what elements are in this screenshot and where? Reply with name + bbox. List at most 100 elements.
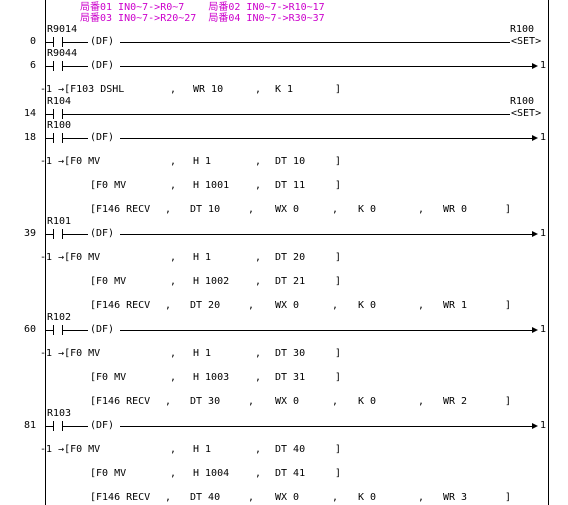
wire <box>88 114 510 115</box>
instruction-token: ] <box>335 84 342 95</box>
instruction-token: DT 30 <box>275 348 306 359</box>
instruction-token: , <box>332 492 339 503</box>
df-instruction: (DF) <box>90 36 115 47</box>
wire <box>45 234 53 235</box>
instruction-token: WR 0 <box>443 204 468 215</box>
instruction-token: K 0 <box>358 492 377 503</box>
set-coil: <SET> <box>511 108 542 119</box>
df-instruction: (DF) <box>90 420 115 431</box>
arrow-right-icon <box>532 231 538 237</box>
instruction-token: DT 20 <box>275 252 306 263</box>
wire <box>120 330 536 331</box>
instruction-token: , <box>255 348 262 359</box>
rung-39[interactable] <box>0 220 568 240</box>
instruction-token: DT 30 <box>190 396 221 407</box>
df-instruction: (DF) <box>90 324 115 335</box>
instruction-token: , <box>170 156 177 167</box>
rung-14[interactable] <box>0 100 568 120</box>
instruction-token: , <box>170 252 177 263</box>
continuation-mark: 1 <box>540 132 547 143</box>
instruction-token: WR 10 <box>193 84 224 95</box>
contact-label: R103 <box>47 408 72 419</box>
instruction-token: [F0 MV <box>90 372 127 383</box>
step-number: 0 <box>30 36 37 47</box>
rung-60[interactable] <box>0 316 568 336</box>
rung-18[interactable] <box>0 124 568 144</box>
rung-81[interactable] <box>0 412 568 432</box>
set-coil: <SET> <box>511 36 542 47</box>
instruction-token: , <box>332 204 339 215</box>
instruction-token: K 0 <box>358 396 377 407</box>
wire <box>45 66 53 67</box>
rung-0[interactable] <box>0 28 568 48</box>
coil-label: R100 <box>510 96 535 107</box>
instruction-token: H 1004 <box>193 468 230 479</box>
instruction-token: [F0 MV <box>90 180 127 191</box>
instruction-token: , <box>332 300 339 311</box>
instruction-token: H 1 <box>193 156 212 167</box>
instruction-token: H 1 <box>193 252 212 263</box>
instruction-token: H 1001 <box>193 180 230 191</box>
instruction-token: , <box>248 492 255 503</box>
instruction-token: DT 10 <box>275 156 306 167</box>
instruction-token: DT 40 <box>275 444 306 455</box>
instruction-token: DT 11 <box>275 180 306 191</box>
instruction-token: K 1 <box>275 84 294 95</box>
instruction-token: [F146 RECV <box>90 396 151 407</box>
instruction-token: , <box>418 396 425 407</box>
instruction-token: , <box>332 396 339 407</box>
instruction-token: WX 0 <box>275 492 300 503</box>
instruction-token: K 0 <box>358 204 377 215</box>
comment-line-1: 局番01 IN0~7->R0~7 局番02 IN0~7->R10~17 <box>80 2 325 13</box>
instruction-token: WR 3 <box>443 492 468 503</box>
instruction-token: , <box>170 84 177 95</box>
arrow-right-icon <box>532 327 538 333</box>
instruction-token: WR 2 <box>443 396 468 407</box>
wire <box>62 114 88 115</box>
instruction-token: [F0 MV <box>90 468 127 479</box>
instruction-token: , <box>248 300 255 311</box>
instruction-token: , <box>170 372 177 383</box>
instruction-token: ] <box>335 180 342 191</box>
contact-label: R102 <box>47 312 72 323</box>
df-instruction: (DF) <box>90 60 115 71</box>
step-number: 39 <box>24 228 37 239</box>
instruction-token: , <box>165 300 172 311</box>
contact-label: R104 <box>47 96 72 107</box>
instruction-token: , <box>255 276 262 287</box>
contact-label: R101 <box>47 216 72 227</box>
instruction-token: ] <box>335 156 342 167</box>
instruction-token: WX 0 <box>275 204 300 215</box>
instruction-token: , <box>255 252 262 263</box>
rung-6[interactable] <box>0 52 568 72</box>
df-instruction: (DF) <box>90 228 115 239</box>
coil-label: R100 <box>510 24 535 35</box>
instruction-token: , <box>255 180 262 191</box>
continuation-mark: 1 <box>540 228 547 239</box>
instruction-token: K 0 <box>358 300 377 311</box>
instruction-token: DT 41 <box>275 468 306 479</box>
step-number: 18 <box>24 132 37 143</box>
instruction-token: ] <box>505 300 512 311</box>
instruction-token: H 1002 <box>193 276 230 287</box>
instruction-token: , <box>255 444 262 455</box>
instruction-token: [F146 RECV <box>90 492 151 503</box>
instruction-token: , <box>170 180 177 191</box>
instruction-token: , <box>255 84 262 95</box>
wire <box>45 138 53 139</box>
instruction-token: , <box>165 204 172 215</box>
instruction-token: , <box>255 468 262 479</box>
instruction-token: H 1003 <box>193 372 230 383</box>
instruction-token: DT 40 <box>190 492 221 503</box>
step-number: 81 <box>24 420 37 431</box>
instruction-token: DT 10 <box>190 204 221 215</box>
wire <box>120 66 536 67</box>
df-instruction: (DF) <box>90 132 115 143</box>
wire <box>45 426 53 427</box>
wire <box>120 138 536 139</box>
contact-label: R100 <box>47 120 72 131</box>
instruction-token: , <box>418 492 425 503</box>
continuation-mark: 1 <box>540 60 547 71</box>
instruction-token: WX 0 <box>275 300 300 311</box>
